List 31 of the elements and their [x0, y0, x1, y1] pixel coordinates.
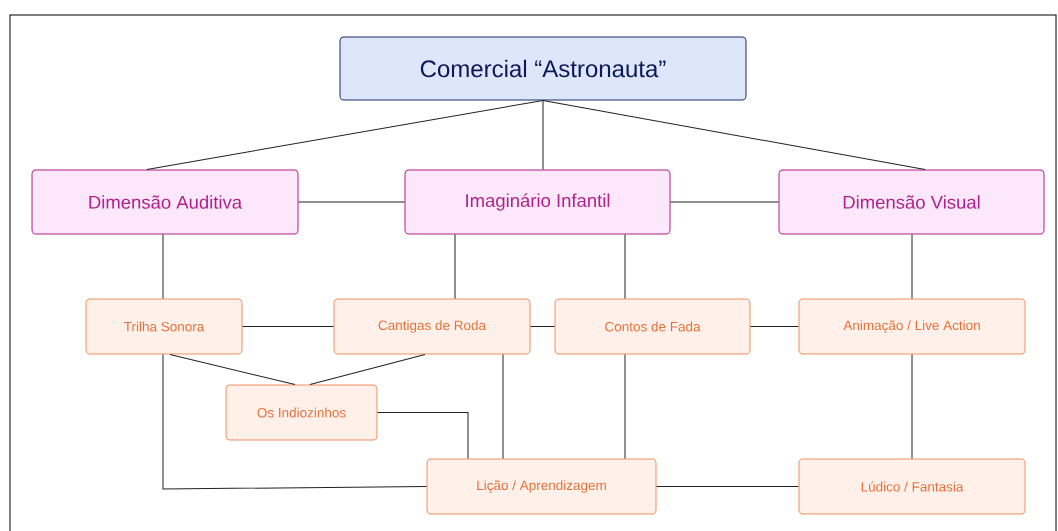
connector-line [750, 326, 799, 327]
connector-line [242, 326, 334, 327]
topic-box: Animação / Live Action [798, 298, 1026, 355]
connector-line [454, 234, 456, 299]
connector-line [146, 100, 544, 170]
category-box: Dimensão Visual [778, 169, 1045, 235]
topic-box: Lúdico / Fantasia [798, 458, 1026, 515]
topic-box: Os Indiozinhos [225, 384, 378, 441]
category-box: Dimensão Auditiva [31, 169, 299, 235]
connector-line [377, 412, 469, 459]
connector-line [502, 354, 504, 459]
connector-line [162, 354, 427, 490]
topic-box: Cantigas de Roda [333, 298, 531, 355]
connector-line [911, 354, 913, 459]
category-box: Imaginário Infantil [404, 169, 671, 235]
topic-box: Trilha Sonora [85, 298, 243, 355]
title-box: Comercial “Astronauta” [339, 36, 747, 101]
topic-box: Lição / Aprendizagem [426, 458, 657, 515]
connector-line [624, 354, 626, 459]
connector-line [162, 234, 164, 299]
connector-line [169, 354, 296, 385]
connector-line [309, 354, 426, 385]
connector-line [624, 234, 626, 299]
connector-line [911, 234, 913, 299]
connector-line [530, 326, 555, 327]
connector-line [542, 100, 926, 170]
connector-line [656, 486, 799, 487]
connector-line [670, 201, 779, 203]
connector-line [298, 201, 405, 203]
connector-line [542, 100, 544, 170]
topic-box: Contos de Fada [554, 298, 751, 355]
